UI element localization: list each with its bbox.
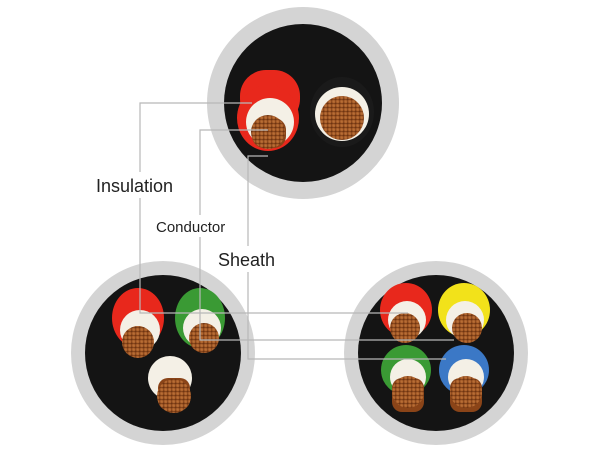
sheath-label-bg [214, 246, 286, 272]
white-core-left [148, 356, 192, 413]
four-core-cable [344, 261, 528, 445]
copper-conductor-red [251, 115, 285, 149]
copper-conductor-yellow [452, 313, 482, 343]
core-background-right [358, 275, 514, 431]
two-core-cable [207, 7, 399, 199]
sheath-label: Sheath [218, 250, 275, 270]
copper-conductor-black [320, 96, 364, 140]
copper-conductor-red [390, 313, 420, 343]
yellow-core-right [438, 283, 490, 343]
three-core-cable [71, 261, 255, 445]
red-core-top [237, 70, 300, 151]
red-core-left [112, 288, 164, 358]
conductor-label-bg [153, 215, 241, 237]
green-core-right [381, 345, 431, 412]
copper-conductor-white [157, 379, 191, 413]
copper-conductor-green [189, 323, 219, 353]
black-core-top [310, 77, 374, 147]
insulation-label-bg [92, 172, 190, 198]
blue-core-right [439, 345, 489, 412]
copper-conductor-green [392, 376, 424, 408]
insulation-label: Insulation [96, 176, 173, 196]
red-core-right [380, 283, 432, 343]
insulation-leader-line [139, 102, 408, 314]
copper-conductor-blue [450, 376, 482, 408]
conductor-label: Conductor [156, 219, 225, 236]
copper-conductor-red [122, 326, 154, 358]
